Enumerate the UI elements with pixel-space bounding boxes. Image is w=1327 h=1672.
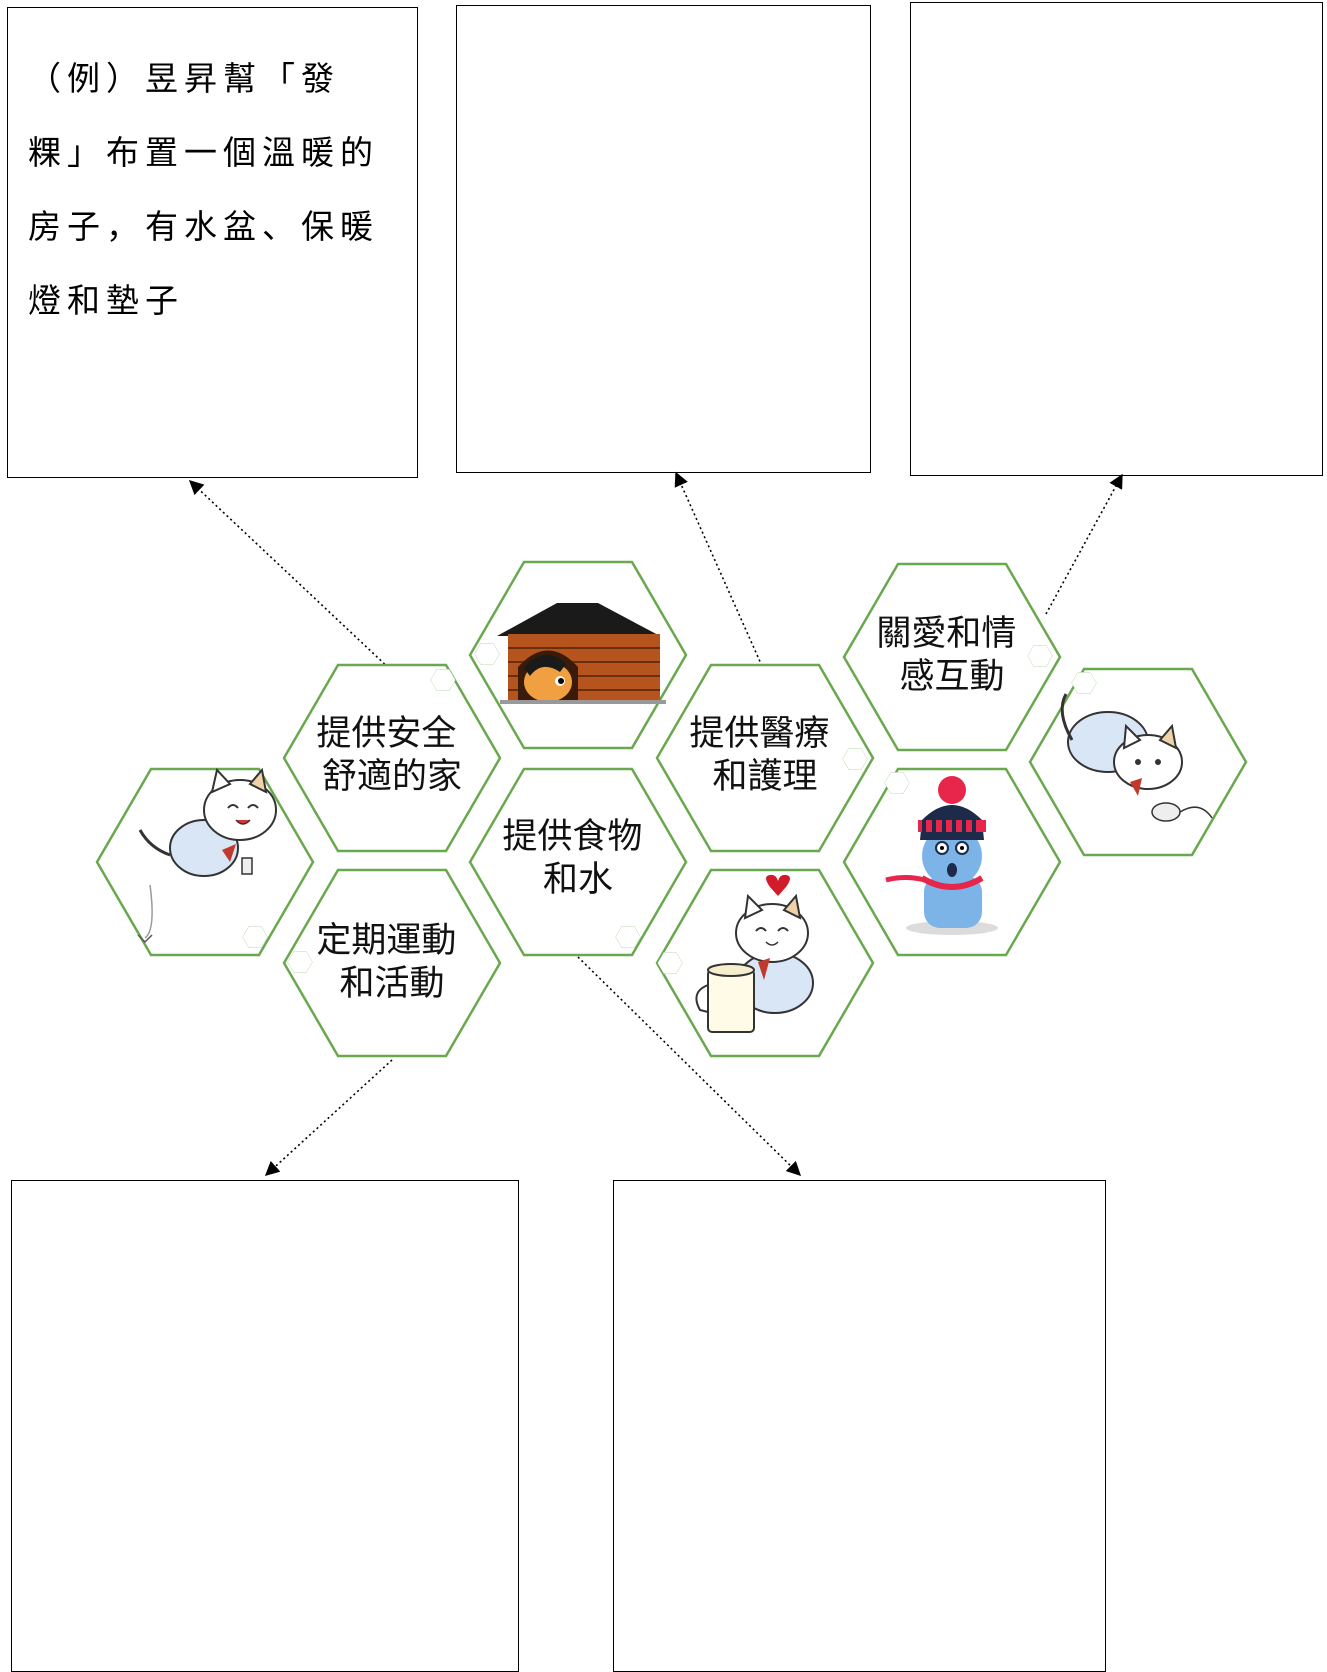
label-food-water-line-2: 和水 xyxy=(543,860,613,900)
arrow-love-interaction xyxy=(1045,473,1123,615)
dog-house-icon xyxy=(497,603,666,704)
label-safe-home-line-2: 舒適的家 xyxy=(322,757,462,797)
small-hexagon-decoration xyxy=(615,926,641,948)
cat-with-mouse-icon xyxy=(1060,693,1213,822)
example-answer-text: （例）昱昇幫「發粿」布置一個溫暖的房子，有水盆、保暖燈和墊子 xyxy=(28,59,379,320)
small-hexagon-decoration xyxy=(657,952,683,974)
label-medical-care-line-1: 提供醫療 xyxy=(689,714,829,754)
label-food-water-line-1: 提供食物 xyxy=(502,817,642,857)
small-hexagon-decoration xyxy=(1027,645,1053,667)
small-hexagon-decoration xyxy=(430,669,456,691)
answer-box-safe-home[interactable]: （例）昱昇幫「發粿」布置一個溫暖的房子，有水盆、保暖燈和墊子 xyxy=(7,7,418,478)
label-exercise-line-2: 和活動 xyxy=(339,964,444,1004)
jumping-cat-icon xyxy=(137,767,277,944)
answer-box-exercise[interactable] xyxy=(11,1180,519,1672)
label-love-interaction: 關愛和情 感互動 xyxy=(876,614,1027,697)
small-hexagon-decoration xyxy=(287,951,313,973)
label-exercise: 定期運動 和活動 xyxy=(316,921,467,1004)
label-safe-home-line-1: 提供安全 xyxy=(316,714,456,754)
arrow-food-water xyxy=(577,956,802,1177)
arrow-exercise xyxy=(264,1059,393,1176)
label-safe-home: 提供安全 舒適的家 xyxy=(316,714,467,797)
answer-box-food-water[interactable] xyxy=(613,1180,1106,1672)
label-food-water: 提供食物 和水 xyxy=(502,817,653,900)
small-hexagon-decoration xyxy=(884,772,910,794)
label-love-interaction-line-2: 感互動 xyxy=(899,657,1004,697)
small-hexagon-decoration xyxy=(842,748,868,770)
arrow-safe-home xyxy=(188,480,393,672)
dog-in-winter-hat-icon xyxy=(885,776,998,935)
answer-box-medical-care[interactable] xyxy=(456,5,871,473)
small-hexagon-decoration xyxy=(474,643,500,665)
arrow-medical-care xyxy=(674,471,763,667)
small-hexagon-decoration xyxy=(242,926,268,948)
small-hexagon-decoration xyxy=(1071,672,1097,694)
cat-with-cup-icon xyxy=(695,874,814,1033)
label-medical-care-line-2: 和護理 xyxy=(712,757,817,797)
label-love-interaction-line-1: 關愛和情 xyxy=(876,614,1016,654)
label-exercise-line-1: 定期運動 xyxy=(316,921,456,961)
hexagon-exercise xyxy=(282,868,502,1058)
label-medical-care: 提供醫療 和護理 xyxy=(689,714,840,797)
